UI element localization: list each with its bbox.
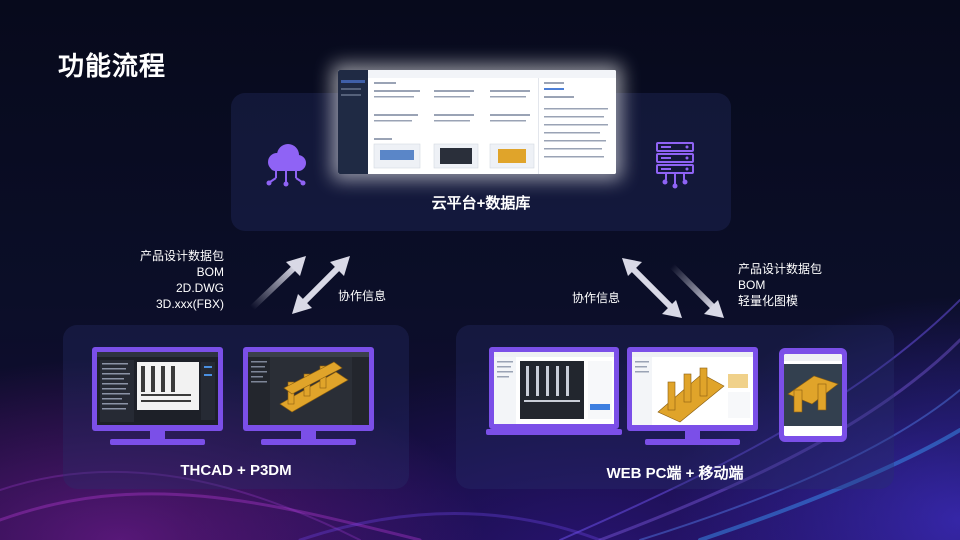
bidirectional-arrow-right	[622, 258, 682, 318]
left-data-line: BOM	[196, 265, 224, 279]
left-data-line: 产品设计数据包	[139, 249, 224, 263]
right-data-package-list: 产品设计数据包 BOM 轻量化图模	[738, 261, 822, 309]
cloud-platform-label: 云平台+数据库	[431, 195, 531, 212]
left-data-line: 3D.xxx(FBX)	[155, 297, 224, 311]
page-title: 功能流程	[58, 51, 167, 81]
left-collab-label: 协作信息	[338, 289, 387, 303]
cloud-network-icon	[266, 144, 306, 187]
left-data-line: 2D.DWG	[176, 281, 224, 295]
right-data-line: 轻量化图模	[738, 294, 799, 308]
upload-arrow-left	[249, 256, 306, 311]
download-arrow-right	[669, 263, 724, 318]
left-data-package-list: 产品设计数据包 BOM 2D.DWG 3D.xxx(FBX)	[108, 248, 224, 312]
server-network-icon	[656, 142, 694, 189]
download-arrow-left	[292, 256, 350, 314]
thcad-p3dm-label: THCAD + P3DM	[180, 462, 292, 479]
right-data-line: BOM	[738, 278, 766, 292]
right-data-line: 产品设计数据包	[738, 262, 823, 276]
cloud-platform-screenshot	[338, 70, 616, 174]
web-mobile-label: WEB PC端 + 移动端	[606, 465, 744, 482]
right-collab-label: 协作信息	[572, 291, 621, 305]
